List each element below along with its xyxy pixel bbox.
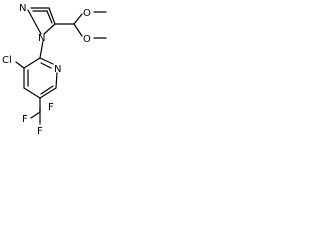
bond-n2-c5 [43,23,56,35]
bond-ch-o-bottom [73,23,83,37]
bond-n-pyridine-c2 [39,40,44,59]
bond-c5-c4 [48,7,56,25]
atom-f-bottom: F [37,126,43,136]
atom-n-pyrazole-bottom: N [38,33,45,44]
bond-c5-c6 [39,87,57,99]
bond-c2-c3 [23,57,41,69]
atom-o-methoxy-top: O [83,8,91,19]
bonds [15,7,107,125]
bond-c6-n [55,72,58,89]
bond-n-c2 [39,57,54,65]
atom-f-top: F [48,102,54,113]
atom-n-pyridine: N [54,64,61,75]
atom-o-methoxy-bottom: O [83,34,91,45]
bond-c5-c4-double [46,10,53,24]
atom-labels: N N O O Cl N F F F [2,3,91,136]
molecule-canvas: N N O O Cl N F F F [0,0,118,136]
bond-cf3-f-left [30,111,41,119]
bond-ch-o-top [73,13,83,25]
atom-n-pyrazole-top: N [19,3,26,14]
atom-cl: Cl [2,55,12,66]
atom-f-left: F [22,114,28,125]
bond-n1-n2 [27,9,42,35]
bond-n-c2-double [40,62,52,69]
bond-c5-c6-double [40,85,54,95]
bond-c3-cl [15,61,25,69]
bond-c4-c5 [23,87,41,99]
structure-diagram: N N O O Cl N F F F [2,3,107,136]
